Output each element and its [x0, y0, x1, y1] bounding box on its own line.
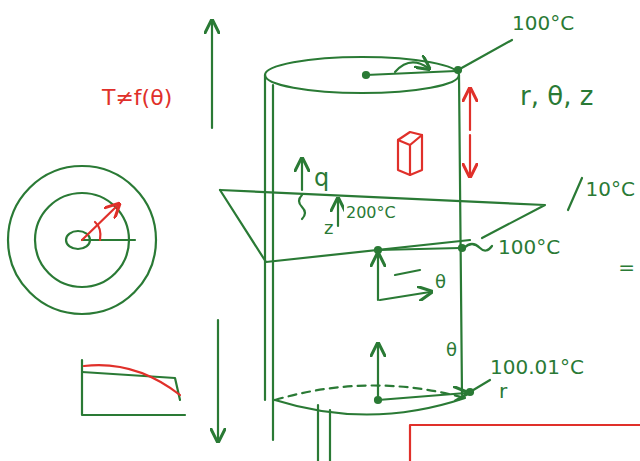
sketch-label: r, θ, z: [518, 82, 595, 111]
sketch-label: z: [322, 218, 335, 238]
sketch-label: 100°C: [510, 12, 576, 34]
sketch-label: 200°C: [344, 204, 398, 222]
sketch-label: r: [497, 380, 509, 402]
sketch-label: θ: [433, 272, 448, 292]
sketch-label: θ: [444, 340, 459, 360]
sketch-label: 100.01°C: [488, 356, 586, 378]
sketch-label: 10°C: [584, 178, 637, 200]
sketch-label: =: [616, 256, 637, 278]
sketch-label: 100°C: [496, 236, 562, 258]
sketch-label: T≠f(θ): [100, 86, 174, 110]
sketch-label: q: [312, 165, 331, 191]
